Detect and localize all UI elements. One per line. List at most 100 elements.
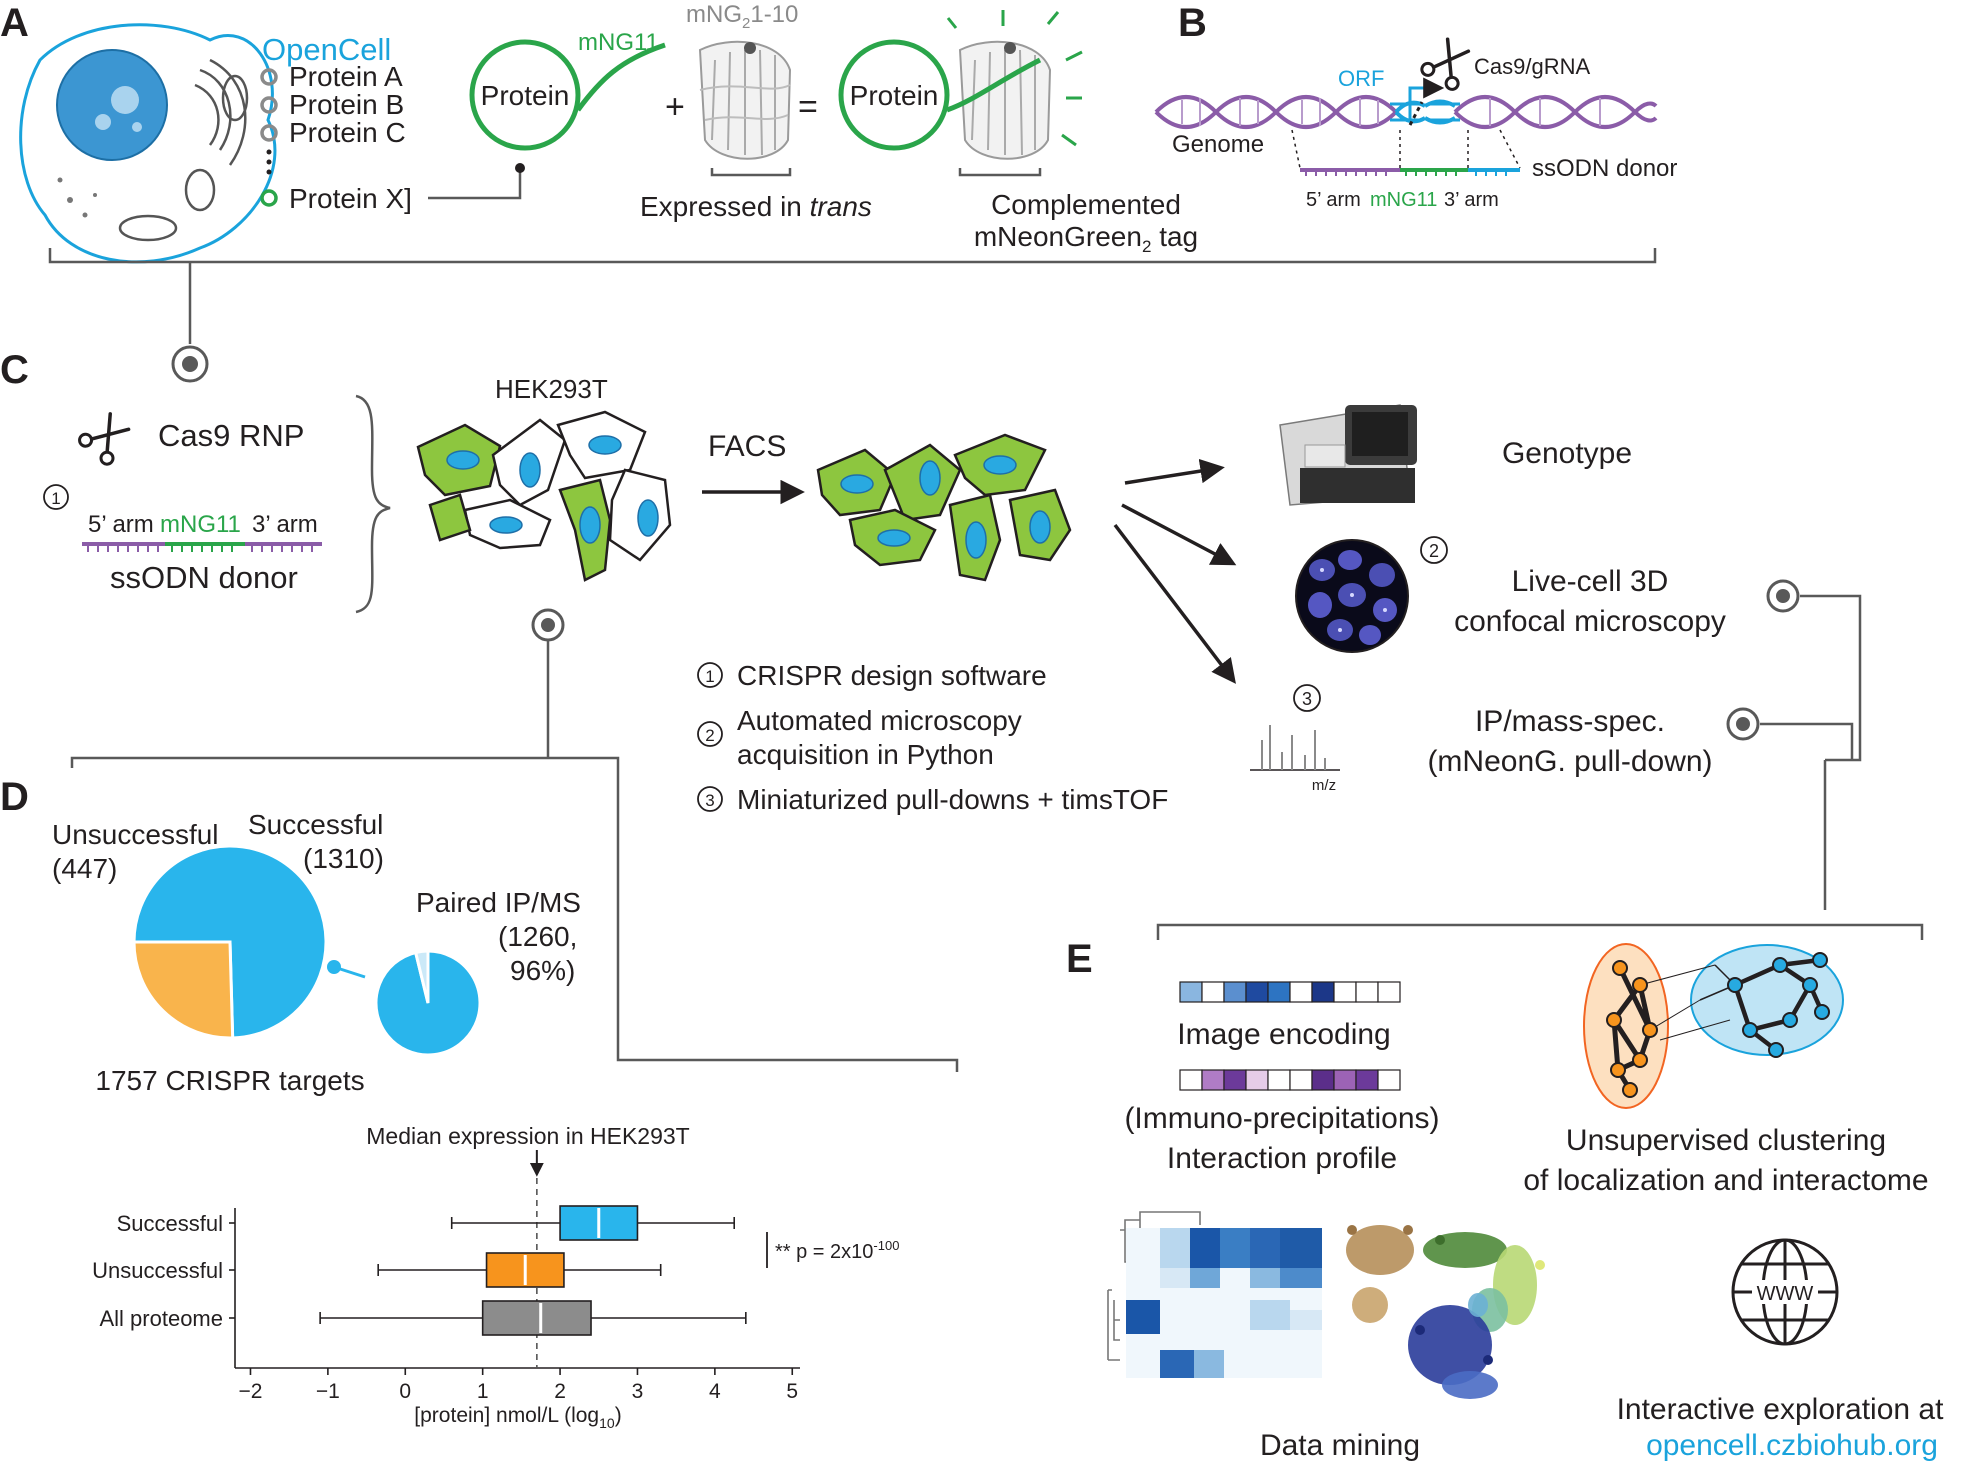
umap-scatter [1346, 1225, 1545, 1399]
y-tick-label: Successful [117, 1211, 223, 1236]
tagged-protein: Protein mNG11 [469, 29, 666, 151]
scissors-icon [1417, 33, 1478, 94]
cell-line-label: HEK293T [495, 374, 608, 404]
donor-strand [82, 542, 322, 552]
x-tick-label: −2 [239, 1380, 263, 1403]
step-marker [1293, 684, 1321, 712]
ip-ms-label-line2: (mNeonG. pull-down) [1427, 745, 1712, 778]
cell-population-mixed [416, 410, 672, 582]
legend-text: Automated microscopy [737, 705, 1022, 736]
paired-ipms-label: Paired IP/MS [416, 887, 581, 918]
protein-list-item: Protein A [289, 61, 403, 92]
mz-label: m/z [1312, 777, 1336, 794]
www-label: WWW [1757, 1283, 1814, 1305]
confocal-nuclei-image [1295, 539, 1409, 653]
panel-label-c: C [0, 348, 29, 392]
protein-list-item: Protein B [289, 89, 404, 120]
pie-slice-other [413, 949, 430, 1004]
bracket-e [1156, 923, 1924, 940]
ssodn-donor-label: ssODN donor [1532, 155, 1677, 182]
orf-label: ORF [1338, 66, 1384, 91]
x-tick-label: 2 [554, 1380, 566, 1403]
data-mining-label: Data mining [1260, 1429, 1420, 1462]
cluster-network [1583, 943, 1844, 1109]
protein-list: Protein A Protein B Protein C Protein X] [260, 61, 525, 214]
step-marker-number: 1 [51, 489, 60, 508]
arrow-microscopy [1121, 503, 1237, 566]
arm3-label: 3’ arm [252, 511, 318, 538]
pie-crispr-targets [132, 844, 328, 1040]
mng-fragment-label: mNG21-10 [686, 1, 798, 32]
y-tick-label: Unsuccessful [92, 1258, 223, 1283]
complemented-label-line1: Complemented [991, 189, 1181, 220]
bracket-a-b [48, 248, 1657, 264]
ip-profile-label-line1: (Immuno-precipitations) [1124, 1102, 1439, 1135]
expressed-in-trans-label: Expressed in trans [640, 191, 872, 222]
box-all-proteome [481, 1300, 592, 1336]
legend-text: CRISPR design software [737, 660, 1047, 691]
panel-label-a: A [0, 1, 29, 45]
median-expression-label: Median expression in HEK293T [366, 1123, 689, 1149]
legend-number: 3 [705, 791, 714, 810]
arrow-genotype [1124, 458, 1225, 485]
arm5-label: 5’ arm [88, 511, 154, 538]
genome-label: Genome [1172, 131, 1264, 158]
panel-label-b: B [1178, 1, 1207, 45]
arrow-ip-ms [1113, 523, 1236, 684]
donor-template [1291, 129, 1521, 176]
significance-label: ** p = 2x10-100 [775, 1238, 899, 1263]
ip-profile-label-line2: Interaction profile [1167, 1142, 1397, 1175]
cell-population-sorted [816, 433, 1072, 582]
clustered-heatmap [1107, 1211, 1322, 1378]
x-tick-label: 5 [786, 1380, 798, 1403]
globe-icon [1731, 1238, 1839, 1346]
opencell-brand: OpenCell [262, 32, 391, 67]
x-tick-label: 4 [709, 1380, 721, 1403]
ip-ms-label-line1: IP/mass-spec. [1475, 705, 1665, 738]
image-encoding-vector [1179, 981, 1401, 1003]
tools-legend: 1 CRISPR design software 2 Automated mic… [697, 660, 1168, 815]
successful-count: (1310) [303, 843, 384, 874]
panel-label-e: E [1066, 937, 1093, 981]
cas9-rnp-label: Cas9 RNP [158, 418, 304, 453]
y-tick-label: All proteome [99, 1306, 223, 1331]
mass-spectrum-icon [1250, 725, 1340, 771]
x-tick-label: 0 [399, 1380, 411, 1403]
equals-sign: = [798, 88, 818, 126]
step-marker [1420, 536, 1448, 564]
ssodn-donor-label: ssODN donor [110, 560, 298, 595]
live-cell-label-line1: Live-cell 3D [1512, 565, 1669, 598]
boxplot-x-axis-label: [protein] nmol/L (log10) [414, 1404, 621, 1431]
genome-dna-helix [1154, 77, 1658, 129]
protein-list-item: Protein C [289, 117, 406, 148]
x-tick-label: 3 [632, 1380, 644, 1403]
clustering-label-line1: Unsupervised clustering [1566, 1124, 1886, 1157]
protein-circle-label: Protein [850, 80, 939, 111]
x-tick-label: 1 [477, 1380, 489, 1403]
legend-number: 1 [705, 667, 714, 686]
opencell-url[interactable]: opencell.czbiohub.org [1646, 1429, 1938, 1462]
legend-number: 2 [705, 726, 714, 745]
genotype-label: Genotype [1502, 437, 1632, 470]
complemented-protein: Protein [838, 10, 1083, 177]
clustering-label-line2: of localization and interactome [1523, 1164, 1928, 1197]
unsuccessful-count: (447) [52, 853, 117, 884]
paired-ipms-count: (1260, [498, 921, 577, 952]
arm3-label: 3’ arm [1444, 189, 1499, 211]
barrel-structure [698, 40, 792, 160]
arm5-label: 5’ arm [1306, 189, 1361, 211]
cas9-grna-label: Cas9/gRNA [1474, 54, 1590, 79]
unsuccessful-label: Unsuccessful [52, 819, 219, 850]
total-targets-label: 1757 CRISPR targets [95, 1065, 364, 1096]
complemented-label-line2: mNeonGreen2 tag [974, 221, 1198, 256]
pie-slice-unsuccessful [132, 940, 235, 1040]
image-encoding-label: Image encoding [1177, 1018, 1391, 1051]
brace [355, 394, 391, 614]
live-cell-label-line2: confocal microscopy [1454, 605, 1726, 638]
x-tick-label: −1 [316, 1380, 340, 1403]
step-marker-number: 3 [1302, 689, 1312, 709]
panel-label-d: D [0, 775, 29, 819]
cell-illustration [19, 23, 277, 264]
sequencer-instrument [1279, 404, 1417, 506]
